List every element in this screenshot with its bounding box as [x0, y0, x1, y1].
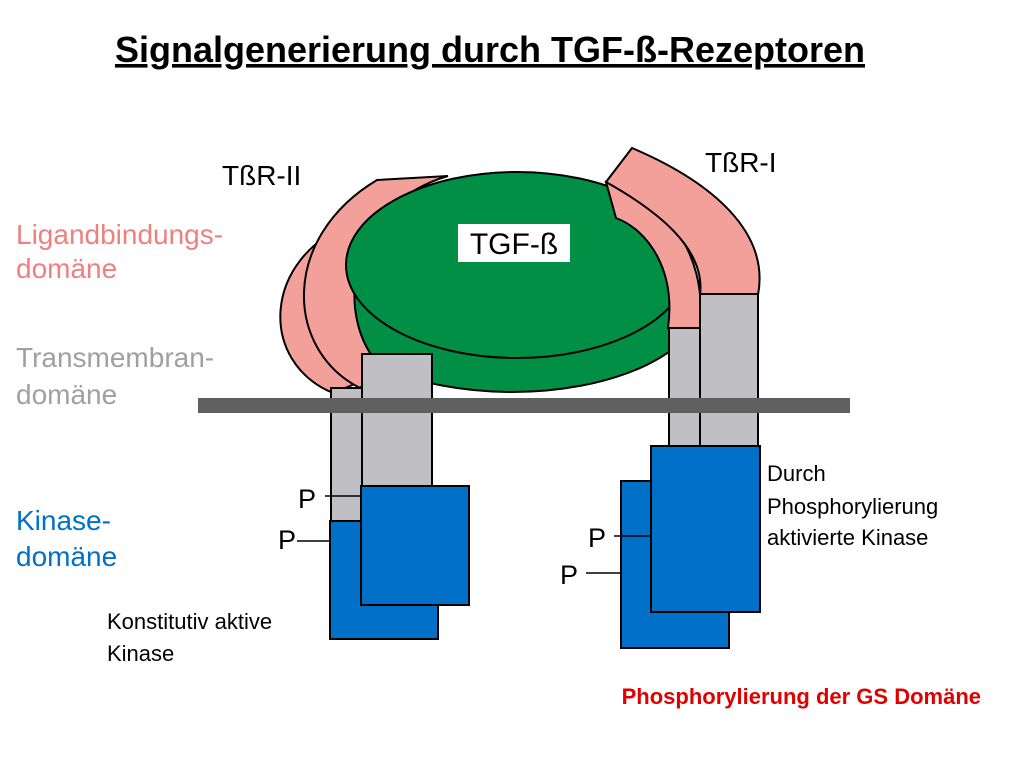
type1-kinase-domain-front [650, 445, 761, 613]
type1-transmembrane-front [699, 293, 759, 447]
page-title: Signalgenerierung durch TGF-ß-Rezeptoren [115, 29, 865, 70]
type2-kinase-note-line1: Konstitutiv aktive [107, 609, 272, 634]
type2-receptor-label: TßR-II [222, 160, 301, 191]
tgf-beta-label: TGF-ß [470, 228, 558, 261]
type2-transmembrane-front [361, 353, 433, 487]
type2-kinase-domain-front [360, 485, 470, 606]
type2-kinase-note-line2: Kinase [107, 641, 174, 666]
type1-kinase-note-line2: Phosphorylierung [767, 494, 938, 519]
gs-domain-footer: Phosphorylierung der GS Domäne [622, 684, 981, 709]
transmembrane-domain-label-line1: Transmembran- [16, 342, 214, 373]
transmembrane-domain-label-line2: domäne [16, 379, 117, 410]
phospho-label-type1-lower: P [560, 560, 578, 590]
cell-membrane [198, 398, 850, 413]
kinase-domain-label-line1: Kinase- [16, 505, 111, 536]
ligand-binding-domain-label-line2: domäne [16, 253, 117, 284]
tgf-beta-label-box [458, 224, 570, 262]
type1-receptor-label: TßR-I [705, 147, 777, 178]
type2-ligand-binding-domain-front [303, 175, 449, 390]
ligand-binding-domain-label-line1: Ligandbindungs- [16, 219, 223, 250]
kinase-domain-label-line2: domäne [16, 541, 117, 572]
phospho-label-type2-upper: P [298, 484, 316, 514]
phospho-label-type1-upper: P [588, 523, 606, 553]
phospho-label-type2-lower: P [278, 525, 296, 555]
type1-transmembrane-back [668, 327, 702, 447]
type1-kinase-note-line3: aktivierte Kinase [767, 525, 928, 550]
type1-kinase-note-line1: Durch [767, 461, 826, 486]
